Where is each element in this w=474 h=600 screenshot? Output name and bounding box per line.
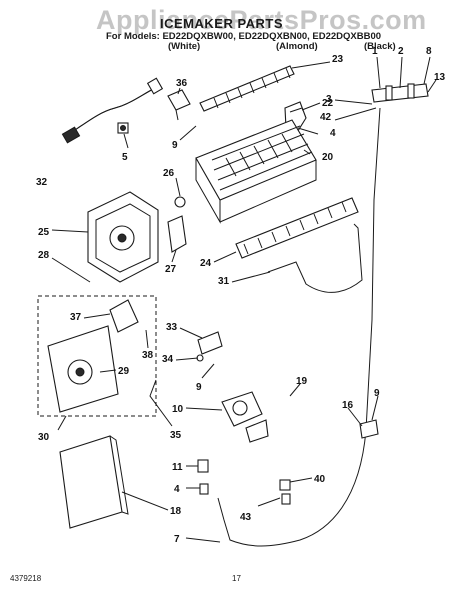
part-callouts: 1 2 8 13 23 36 3 42 22 4 9 5 20 32 26 25… — [36, 46, 446, 545]
color-label-almond: (Almond) — [276, 41, 318, 52]
fill-tube-fitting-part — [371, 83, 429, 103]
callout-4-valve: 4 — [174, 484, 180, 495]
callout-32: 32 — [36, 177, 48, 188]
callout-42: 42 — [320, 112, 332, 123]
models-line: For Models: ED22DQXBW00, ED22DQXBN00, ED… — [106, 31, 382, 42]
callout-36: 36 — [176, 78, 188, 89]
callout-4: 4 — [330, 128, 336, 139]
harness-clip-part — [117, 122, 129, 134]
water-valve-part — [221, 391, 269, 443]
callout-9-thermostat: 9 — [196, 382, 202, 393]
callout-19: 19 — [296, 376, 308, 387]
callout-37: 37 — [70, 312, 82, 323]
callout-25: 25 — [38, 227, 50, 238]
motor-assembly-box — [37, 295, 157, 417]
color-label-black: (Black) — [364, 41, 396, 52]
callout-35: 35 — [170, 430, 182, 441]
callout-11: 11 — [172, 462, 183, 473]
callout-5: 5 — [122, 152, 128, 163]
callout-34: 34 — [162, 354, 174, 365]
control-housing-part — [87, 191, 159, 283]
page-number: 17 — [232, 574, 241, 583]
callout-26: 26 — [163, 168, 175, 179]
wire-harness-part — [61, 77, 164, 144]
bracket-part — [167, 89, 191, 121]
callout-9-tube: 9 — [374, 388, 380, 399]
callout-38: 38 — [142, 350, 154, 361]
fill-cup-part — [167, 196, 187, 253]
ice-mold-part — [195, 119, 317, 224]
front-cover-part — [235, 197, 359, 259]
leader-lines — [51, 56, 437, 543]
valve-fittings-part — [197, 459, 291, 505]
callout-16: 16 — [342, 400, 354, 411]
water-tube-part — [217, 107, 381, 547]
callout-8: 8 — [426, 46, 432, 57]
callout-10: 10 — [172, 404, 184, 415]
callout-33: 33 — [166, 322, 178, 333]
callout-3: 3 — [326, 94, 332, 105]
callout-22: 22 — [322, 98, 334, 109]
diagram-title: ICEMAKER PARTS — [160, 16, 284, 31]
callout-43: 43 — [240, 512, 252, 523]
ice-bin-part — [59, 435, 129, 529]
callout-40: 40 — [314, 474, 326, 485]
thermostat-part — [196, 331, 223, 362]
callout-23: 23 — [332, 54, 344, 65]
tube-clamp-part — [359, 419, 379, 439]
callout-20: 20 — [322, 152, 334, 163]
callout-9: 9 — [172, 140, 178, 151]
callout-13: 13 — [434, 72, 446, 83]
ejector-blade-part — [199, 65, 295, 112]
callout-7: 7 — [174, 534, 180, 545]
callout-29: 29 — [118, 366, 130, 377]
document-number: 4379218 — [10, 574, 42, 583]
color-label-white: (White) — [168, 41, 201, 52]
callout-2: 2 — [398, 46, 404, 57]
callout-28: 28 — [38, 250, 50, 261]
callout-18: 18 — [170, 506, 182, 517]
callout-27: 27 — [165, 264, 177, 275]
callout-24: 24 — [200, 258, 212, 269]
watermark: AppliancePartsPros.com — [96, 5, 427, 35]
callout-1: 1 — [372, 46, 378, 57]
callout-30: 30 — [38, 432, 50, 443]
shutoff-arm-part — [267, 223, 363, 293]
callout-31: 31 — [218, 276, 230, 287]
